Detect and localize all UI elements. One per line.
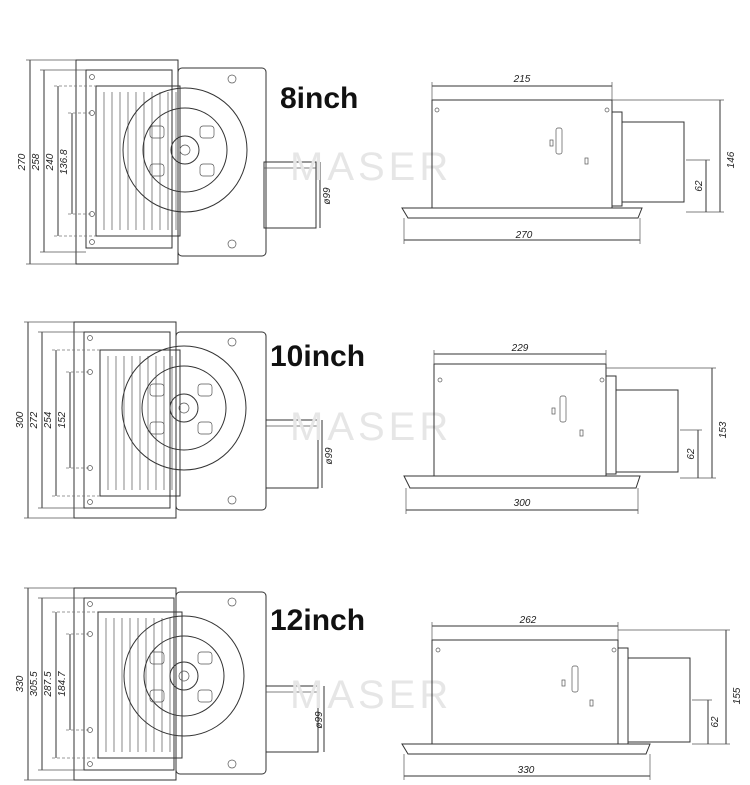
- side-view-8inch: 229 215 270 146 62: [401, 74, 737, 244]
- variant-10inch: 300 272 254 152 ø99 10inch MASER 229 300: [15, 321, 729, 519]
- dim-duct-height-8inch: 62: [694, 180, 705, 192]
- dim-body-width-8inch-label: 215: [513, 74, 531, 85]
- dim-body-width-12inch: 262: [519, 615, 537, 626]
- dim-panel-height-10inch: 272: [29, 411, 40, 429]
- dim-duct-diameter-10inch: ø99: [324, 447, 335, 465]
- variant-8inch: 270 258 240 136.8 ø99 8inch MASER 229 21…: [17, 59, 737, 265]
- dim-duct-diameter-8inch: ø99: [322, 187, 333, 205]
- dim-panel-width-12inch: 330: [518, 765, 535, 776]
- side-view-12inch: 262 330 155 62: [401, 615, 743, 780]
- front-view-8inch: 270 258 240 136.8 ø99: [17, 59, 333, 265]
- dim-total-height-10inch: 153: [718, 421, 729, 438]
- size-label-10inch: 10inch: [270, 340, 365, 373]
- grille-slats-10inch: [107, 356, 173, 490]
- dim-panel-width-8inch: 270: [515, 230, 533, 241]
- dim-panel-height-12inch: 305.5: [29, 671, 40, 696]
- dim-panel-width-10inch: 300: [514, 498, 531, 509]
- dim-overall-height-10inch: 300: [15, 411, 26, 428]
- size-label-8inch: 8inch: [280, 82, 358, 115]
- watermark: MASER: [290, 145, 452, 189]
- dim-total-height-8inch: 146: [726, 151, 737, 168]
- dim-overall-height-12inch: 330: [15, 675, 26, 692]
- dim-hole-spacing-12inch: 184.7: [57, 671, 68, 696]
- grille-slats-12inch: [105, 618, 171, 752]
- dim-frame-height-12inch: 287.5: [43, 671, 54, 697]
- front-view-12inch: 330 305.5 287.5 184.7 ø99: [15, 587, 325, 781]
- dim-hole-spacing-10inch: 152: [57, 411, 68, 428]
- dim-frame-height-8inch: 240: [45, 153, 56, 171]
- dim-duct-height-10inch: 62: [686, 448, 697, 460]
- dim-panel-height-8inch: 258: [31, 153, 42, 171]
- dim-duct-height-12inch: 62: [710, 716, 721, 728]
- dim-total-height-12inch: 155: [732, 687, 743, 704]
- side-view-10inch: 229 300 153 62: [403, 343, 729, 514]
- dim-duct-diameter-12inch: ø99: [314, 711, 325, 729]
- watermark-10inch: MASER: [290, 405, 452, 449]
- dim-overall-height-8inch: 270: [17, 153, 28, 171]
- watermark-12inch: MASER: [290, 673, 452, 717]
- variant-12inch: 330 305.5 287.5 184.7 ø99 12inch MASER 2…: [15, 587, 743, 781]
- front-view-10inch: 300 272 254 152 ø99: [15, 321, 335, 519]
- dim-body-width-10inch: 229: [511, 343, 529, 354]
- size-label-12inch: 12inch: [270, 604, 365, 637]
- dim-frame-height-10inch: 254: [43, 411, 54, 429]
- dim-hole-spacing-8inch: 136.8: [59, 149, 70, 174]
